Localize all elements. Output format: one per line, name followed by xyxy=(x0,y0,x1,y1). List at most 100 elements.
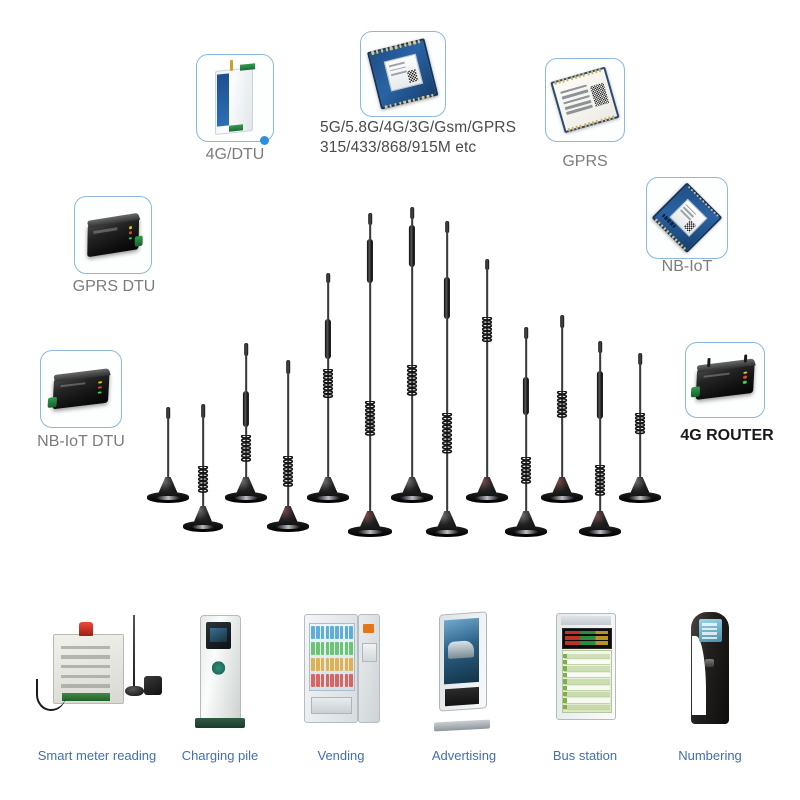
application-item-advertising[interactable] xyxy=(427,608,501,732)
antenna-coil xyxy=(441,412,453,457)
product-card-nb-iot-dtu[interactable] xyxy=(40,350,122,428)
antenna xyxy=(348,211,392,537)
product-image-white-din-module xyxy=(197,55,273,141)
antenna-rod xyxy=(561,315,563,479)
product-image-black-box-b xyxy=(41,351,121,427)
antenna-coil xyxy=(594,464,606,499)
product-card-module-5g[interactable] xyxy=(360,31,446,117)
product-image-cream-module xyxy=(546,59,624,141)
application-label-advertising: Advertising xyxy=(431,748,497,763)
application-image-bus-station xyxy=(549,608,621,728)
antenna-rod xyxy=(202,404,204,508)
antenna-magnetic-base xyxy=(147,477,189,503)
application-label-numbering: Numbering xyxy=(678,748,742,763)
antenna-tip xyxy=(201,404,205,418)
antenna xyxy=(505,325,547,537)
product-label-nb-iot: NB-IoT xyxy=(661,258,713,275)
application-image-charging-pile xyxy=(189,608,251,728)
antenna-rod xyxy=(287,360,289,508)
antenna-coil xyxy=(406,364,418,399)
antenna-magnetic-base xyxy=(391,477,433,503)
antenna-tip xyxy=(485,259,489,270)
product-image-black-box-c xyxy=(686,343,764,417)
product-card-gprs[interactable] xyxy=(545,58,625,142)
application-item-charging-pile[interactable] xyxy=(189,608,251,728)
antenna-rod xyxy=(167,407,169,479)
antenna-loading-section xyxy=(242,391,250,427)
antenna-coil xyxy=(322,368,334,401)
antenna-coil xyxy=(197,465,209,496)
application-item-numbering[interactable] xyxy=(678,608,742,728)
product-label-4g-router: 4G ROUTER xyxy=(680,427,774,444)
antenna-loading-section xyxy=(522,377,530,415)
antenna-magnetic-base xyxy=(267,506,309,532)
antenna-loading-section xyxy=(443,277,451,319)
antenna xyxy=(307,271,349,503)
antenna-loading-section xyxy=(324,319,332,359)
product-label-gprs-dtu: GPRS DTU xyxy=(72,278,156,295)
frequency-note: 5G/5.8G/4G/3G/Gsm/GPRS 315/433/868/915M … xyxy=(320,119,517,156)
antenna xyxy=(466,257,508,503)
antenna-tip xyxy=(524,327,528,339)
product-image-blue-pcb-diamond xyxy=(647,178,727,258)
application-item-bus-station[interactable] xyxy=(549,608,621,728)
antenna-rod xyxy=(525,327,527,513)
antenna-tip xyxy=(638,353,642,365)
application-label-vending: Vending xyxy=(317,748,365,763)
antenna-tip xyxy=(166,407,170,419)
antenna-tip xyxy=(326,273,330,283)
product-card-dtu-4g[interactable] xyxy=(196,54,274,142)
antenna-tip xyxy=(244,343,248,356)
antenna-magnetic-base xyxy=(541,477,583,503)
product-label-gprs: GPRS xyxy=(562,153,608,170)
antenna xyxy=(391,205,433,503)
application-image-smart-meter-reading xyxy=(28,608,166,726)
antenna-rod xyxy=(369,213,371,513)
antenna-loading-section xyxy=(596,371,604,419)
card-accent-dot xyxy=(260,136,269,145)
antenna-coil xyxy=(364,400,376,439)
application-label-bus-station: Bus station xyxy=(552,748,618,763)
antenna-coil xyxy=(634,412,646,437)
antenna-tip xyxy=(368,213,372,225)
antenna-coil xyxy=(282,455,294,490)
product-image-blue-pcb-square xyxy=(361,32,445,116)
antenna-loading-section xyxy=(366,239,374,283)
antenna-magnetic-base xyxy=(505,511,547,537)
antenna xyxy=(225,341,267,503)
product-card-gprs-dtu[interactable] xyxy=(74,196,152,274)
antenna-magnetic-base xyxy=(426,511,468,537)
product-image-black-box-a xyxy=(75,197,151,273)
application-label-smart-meter-reading: Smart meter reading xyxy=(37,748,157,763)
antenna-magnetic-base xyxy=(579,511,621,537)
product-label-nb-iot-dtu: NB-IoT DTU xyxy=(37,433,125,450)
application-label-charging-pile: Charging pile xyxy=(181,748,259,763)
antenna-rod xyxy=(486,259,488,479)
antenna-magnetic-base xyxy=(225,477,267,503)
antenna xyxy=(147,405,189,503)
antenna-magnetic-base xyxy=(619,477,661,503)
product-card-4g-router[interactable] xyxy=(685,342,765,418)
antenna-tip xyxy=(445,221,449,233)
product-card-nb-iot[interactable] xyxy=(646,177,728,259)
antenna-magnetic-base xyxy=(466,477,508,503)
antenna-rod xyxy=(411,207,413,479)
antenna xyxy=(541,313,583,503)
application-image-vending xyxy=(299,608,383,730)
antenna xyxy=(579,339,621,537)
antenna-coil xyxy=(481,316,493,345)
antenna-magnetic-base xyxy=(307,477,349,503)
antenna-coil xyxy=(520,456,532,487)
antenna xyxy=(619,351,661,503)
antenna-magnetic-base xyxy=(348,511,392,537)
antenna-rod xyxy=(446,221,448,513)
antenna-loading-section xyxy=(408,225,416,267)
antenna-tip xyxy=(410,207,414,219)
application-image-numbering xyxy=(678,608,742,728)
antenna-tip xyxy=(286,360,290,374)
application-image-advertising xyxy=(427,608,501,732)
application-item-vending[interactable] xyxy=(299,608,383,730)
application-item-smart-meter-reading[interactable] xyxy=(28,608,166,726)
antenna-tip xyxy=(598,341,602,353)
